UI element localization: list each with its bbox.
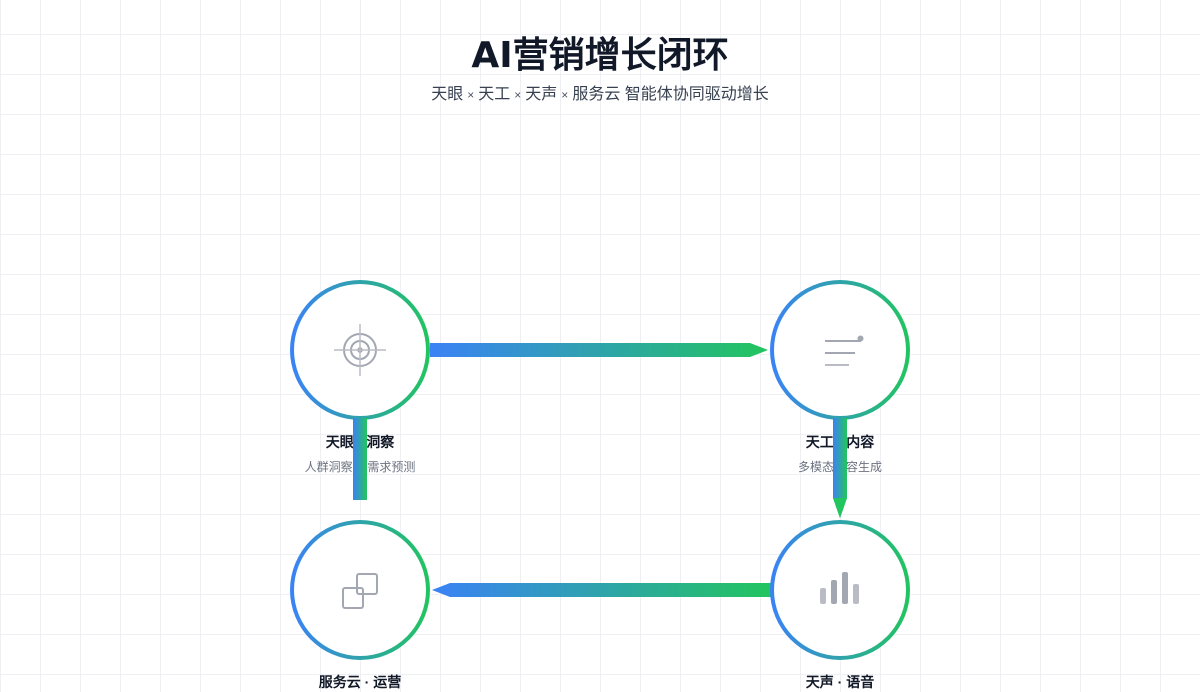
node-fuwuyun[interactable] bbox=[290, 520, 430, 660]
separator: × bbox=[561, 88, 569, 102]
node-label-tiansheng: 天声 · 语音 bbox=[740, 672, 940, 692]
subtitle-part-tianyan: 天眼 bbox=[431, 86, 464, 103]
arrow-tiangong-to-tiansheng bbox=[833, 418, 847, 518]
node-name: 天声 · 语音 bbox=[805, 674, 875, 690]
node-tiangong[interactable] bbox=[770, 280, 910, 420]
bar-chart-icon bbox=[818, 570, 862, 610]
subtitle-part-tiangong: 天工 bbox=[478, 86, 511, 103]
separator: × bbox=[514, 88, 522, 102]
subtitle-part-tiansheng: 天声 bbox=[525, 86, 558, 103]
separator: × bbox=[467, 88, 475, 102]
page-subtitle: 天眼×天工×天声×服务云 智能体协同驱动增长 bbox=[0, 80, 1200, 104]
node-tiansheng[interactable] bbox=[770, 520, 910, 660]
node-label-fuwuyun: 服务云 · 运营 bbox=[260, 672, 460, 692]
overlapping-squares-icon bbox=[338, 568, 382, 612]
arrow-tianyan-to-tiangong bbox=[430, 343, 770, 357]
arrow-fuwuyun-to-tianyan bbox=[353, 418, 367, 500]
page-title: AI营销增长闭环 bbox=[471, 35, 729, 76]
node-tianyan[interactable] bbox=[290, 280, 430, 420]
node-name: 服务云 · 运营 bbox=[318, 674, 402, 690]
text-lines-icon bbox=[815, 330, 865, 370]
arrow-tiansheng-to-fuwuyun bbox=[432, 583, 772, 597]
target-icon bbox=[332, 322, 388, 378]
subtitle-part-rest: 服务云 智能体协同驱动增长 bbox=[572, 86, 769, 103]
